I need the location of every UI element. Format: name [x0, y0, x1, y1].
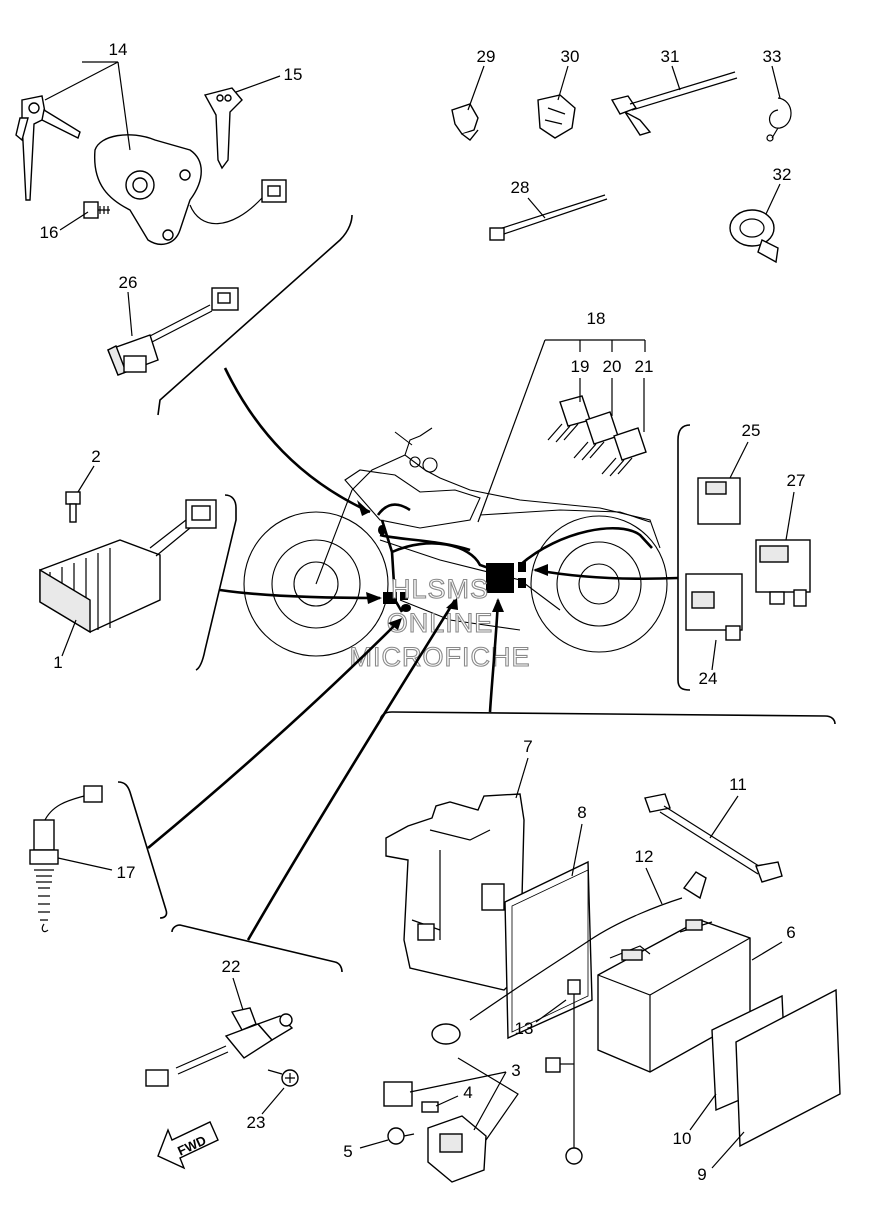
callout-32: 32: [773, 165, 792, 184]
callout-8: 8: [577, 803, 586, 822]
callout-7: 7: [523, 737, 532, 756]
callout-5: 5: [343, 1142, 352, 1161]
callout-14: 14: [109, 40, 128, 59]
callout-19: 19: [571, 357, 590, 376]
harness-connector-small: [518, 578, 526, 588]
battery-band-11: [644, 793, 671, 813]
callout-21: 21: [635, 357, 654, 376]
fuses: [547, 395, 647, 477]
clips-and-ties: [451, 71, 792, 264]
bolt-5: [387, 1127, 405, 1145]
main-switch-group: [15, 87, 287, 246]
leader-lines: [147, 339, 679, 941]
callout-23: 23: [247, 1113, 266, 1132]
harness-connector-main: [486, 563, 514, 593]
sidestand-switch: [145, 1007, 299, 1087]
neutral-switch: [29, 785, 103, 933]
callout-2: 2: [91, 447, 100, 466]
callout-4: 4: [463, 1083, 472, 1102]
motorcycle-outline: [243, 427, 668, 657]
callout-18: 18: [587, 309, 606, 328]
wire-harness-main: [379, 533, 471, 552]
callout-17: 17: [117, 863, 136, 882]
battery-pad-9: [735, 988, 841, 1148]
screw-16: [83, 201, 99, 219]
callout-1: 1: [53, 653, 62, 672]
regulator-connector: [383, 592, 397, 604]
fuse-4: [421, 1101, 439, 1113]
battery-lead-12: [469, 897, 683, 1021]
harness-clamp: [378, 525, 386, 535]
battery-box: [385, 793, 525, 991]
rectifier-regulator: [39, 491, 217, 634]
callout-15: 15: [284, 65, 303, 84]
callout-10: 10: [673, 1129, 692, 1148]
watermark-line3: MICROFICHE: [350, 642, 531, 672]
callout-6: 6: [786, 923, 795, 942]
relays: [685, 477, 811, 641]
callout-12: 12: [635, 847, 654, 866]
wire-lead-26: [107, 287, 239, 376]
callout-16: 16: [40, 223, 59, 242]
relay-cover-3: [383, 1081, 413, 1107]
callout-22: 22: [222, 957, 241, 976]
callout-24: 24: [699, 669, 718, 688]
callout-28: 28: [511, 178, 530, 197]
harness-clamp: [401, 604, 411, 612]
callout-13: 13: [515, 1019, 534, 1038]
watermark-line1: HLSMS: [391, 574, 489, 604]
wire-harness: [376, 503, 653, 613]
harness-connector-small: [518, 562, 526, 572]
callout-9: 9: [697, 1165, 706, 1184]
key-spare: [203, 87, 243, 170]
callout-20: 20: [603, 357, 622, 376]
fwd-arrow-icon: FWD: [157, 1121, 219, 1170]
callout-11: 11: [729, 775, 747, 794]
watermark: HLSMS ONLINE MICROFICHE: [349, 573, 531, 672]
callout-30: 30: [561, 47, 580, 66]
callout-3: 3: [511, 1061, 520, 1080]
harness-connector-small: [400, 592, 408, 600]
callout-27: 27: [787, 471, 806, 490]
bolt-2: [65, 491, 81, 505]
callout-31: 31: [661, 47, 680, 66]
battery-group: [383, 793, 841, 1183]
callout-29: 29: [477, 47, 496, 66]
callout-33: 33: [763, 47, 782, 66]
callout-25: 25: [742, 421, 761, 440]
callout-26: 26: [119, 273, 138, 292]
